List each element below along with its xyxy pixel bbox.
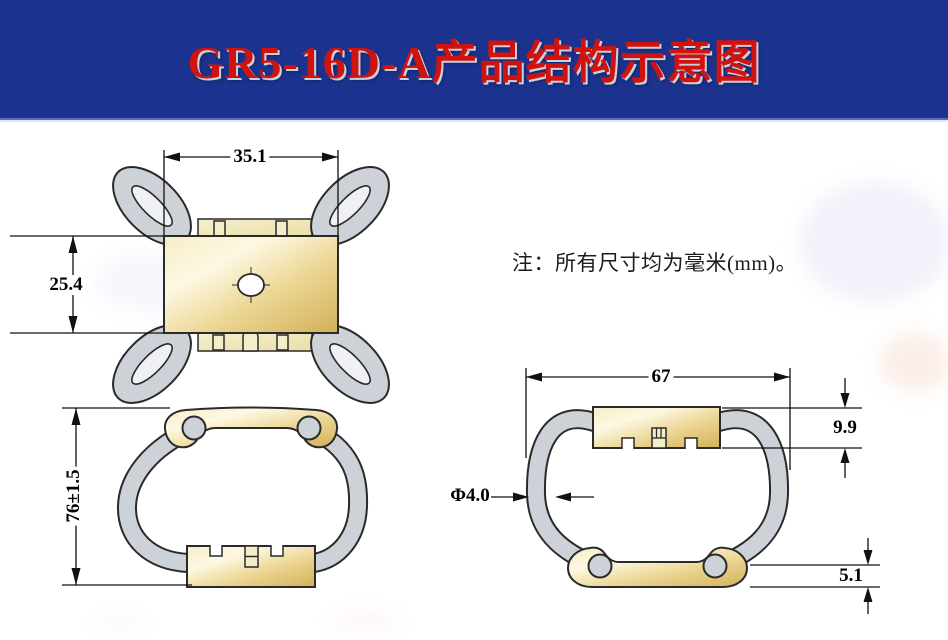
dimension-side-base-height	[750, 538, 880, 614]
drawing-area: 注：所有尺寸均为毫米(mm)。 35.1 25.4 76±1.5 67 9.9 …	[0, 122, 948, 640]
dim-label-side-block-height: 9.9	[833, 417, 857, 439]
retainer-tab	[276, 334, 289, 351]
dimension-side-block-height	[722, 378, 862, 478]
note-text: 注：所有尺寸均为毫米(mm)。	[512, 251, 798, 275]
wire-end	[702, 553, 728, 579]
dimension-top-height	[10, 235, 164, 334]
dim-label-side-base-height: 5.1	[839, 565, 863, 587]
notch	[271, 545, 283, 556]
notch	[685, 438, 697, 449]
wire-rope-loop-bottom-right	[310, 324, 390, 404]
top-view-drawing	[10, 150, 390, 404]
page-title: GR5-16D-A产品结构示意图	[187, 37, 761, 88]
side-view-drawing	[491, 368, 880, 614]
notch-outline	[209, 545, 223, 557]
wire-end	[181, 415, 207, 441]
side-wire-ropes	[525, 409, 790, 576]
dim-label-side-width: 67	[648, 367, 674, 387]
dim-label-top-width: 35.1	[230, 147, 270, 167]
notch	[622, 438, 634, 449]
schematic-drawing	[10, 150, 880, 614]
dim-label-top-height: 25.4	[46, 275, 86, 295]
wire-rope-loop-bottom-left	[112, 324, 192, 404]
dimension-wire-diameter	[491, 492, 594, 502]
header-banner: GR5-16D-A产品结构示意图	[0, 0, 948, 120]
retainer-tab	[212, 334, 225, 351]
notch	[210, 545, 222, 556]
dim-label-wire-diameter: Φ4.0	[450, 485, 490, 507]
dim-label-front-height: 76±1.5	[63, 466, 84, 526]
retainer-tab	[213, 220, 226, 238]
wire-end	[587, 553, 613, 579]
notch-outline	[684, 437, 698, 449]
banner-bottom-strip	[0, 120, 948, 122]
notch-outline	[270, 545, 284, 557]
wire-end	[296, 415, 322, 441]
front-view-drawing	[62, 406, 369, 588]
notch-outline	[621, 437, 635, 449]
retainer-tab	[275, 220, 288, 238]
front-wire-ropes	[117, 419, 369, 573]
center-hole	[237, 273, 265, 297]
